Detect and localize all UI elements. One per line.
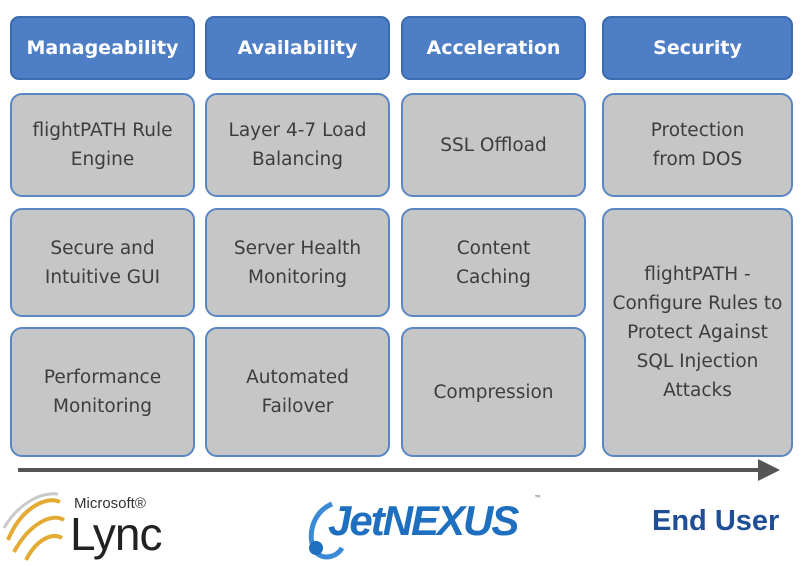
- end-user-label: End User: [652, 505, 780, 537]
- item-ssl-offload: SSL Offload: [401, 93, 586, 197]
- item-label: Server Health Monitoring: [233, 237, 362, 288]
- item-server-health-monitoring: Server Health Monitoring: [205, 208, 390, 317]
- column-acceleration: Acceleration SSL Offload Content Caching…: [401, 16, 586, 457]
- item-compression: Compression: [401, 327, 586, 457]
- item-label: flightPATH - Configure Rules to Protect …: [612, 264, 783, 401]
- item-label: Content Caching: [456, 237, 531, 288]
- lync-logo-icon: [2, 492, 65, 561]
- jetnexus-swoosh-icon: [308, 501, 345, 560]
- header-acceleration: Acceleration: [401, 16, 586, 80]
- item-content-caching: Content Caching: [401, 208, 586, 317]
- item-label: Layer 4-7 Load Balancing: [228, 120, 367, 170]
- jetnexus-wordmark: JetNEXUS: [328, 497, 519, 544]
- item-load-balancing: Layer 4-7 Load Balancing: [205, 93, 390, 197]
- item-label: flightPATH Rule Engine: [32, 120, 173, 170]
- item-label: Protection from DOS: [650, 120, 745, 170]
- item-label: Performance Monitoring: [43, 367, 162, 417]
- item-label: Compression: [433, 381, 554, 403]
- item-performance-monitoring: Performance Monitoring: [10, 327, 195, 457]
- microsoft-wordmark: Microsoft®: [74, 495, 146, 512]
- item-automated-failover: Automated Failover: [205, 327, 390, 457]
- item-protection-from-dos: Protection from DOS: [602, 93, 793, 197]
- column-manageability: Manageability flightPATH Rule Engine Sec…: [10, 16, 195, 457]
- header-security: Security: [602, 16, 793, 80]
- jetnexus-trademark: ™: [534, 494, 542, 503]
- item-label: Secure and Intuitive GUI: [44, 237, 161, 288]
- column-security: Security Protection from DOS flightPATH …: [602, 16, 793, 457]
- item-secure-gui: Secure and Intuitive GUI: [10, 208, 195, 317]
- column-availability: Availability Layer 4-7 Load Balancing Se…: [205, 16, 390, 457]
- item-sql-injection-rules: flightPATH - Configure Rules to Protect …: [602, 208, 793, 457]
- item-label: Automated Failover: [246, 367, 349, 417]
- item-flightpath-rule-engine: flightPATH Rule Engine: [10, 93, 195, 197]
- flow-arrow: [18, 459, 780, 481]
- item-label: SSL Offload: [440, 134, 547, 156]
- header-availability: Availability: [205, 16, 390, 80]
- lync-wordmark: Lync: [70, 508, 162, 560]
- header-manageability: Manageability: [10, 16, 195, 80]
